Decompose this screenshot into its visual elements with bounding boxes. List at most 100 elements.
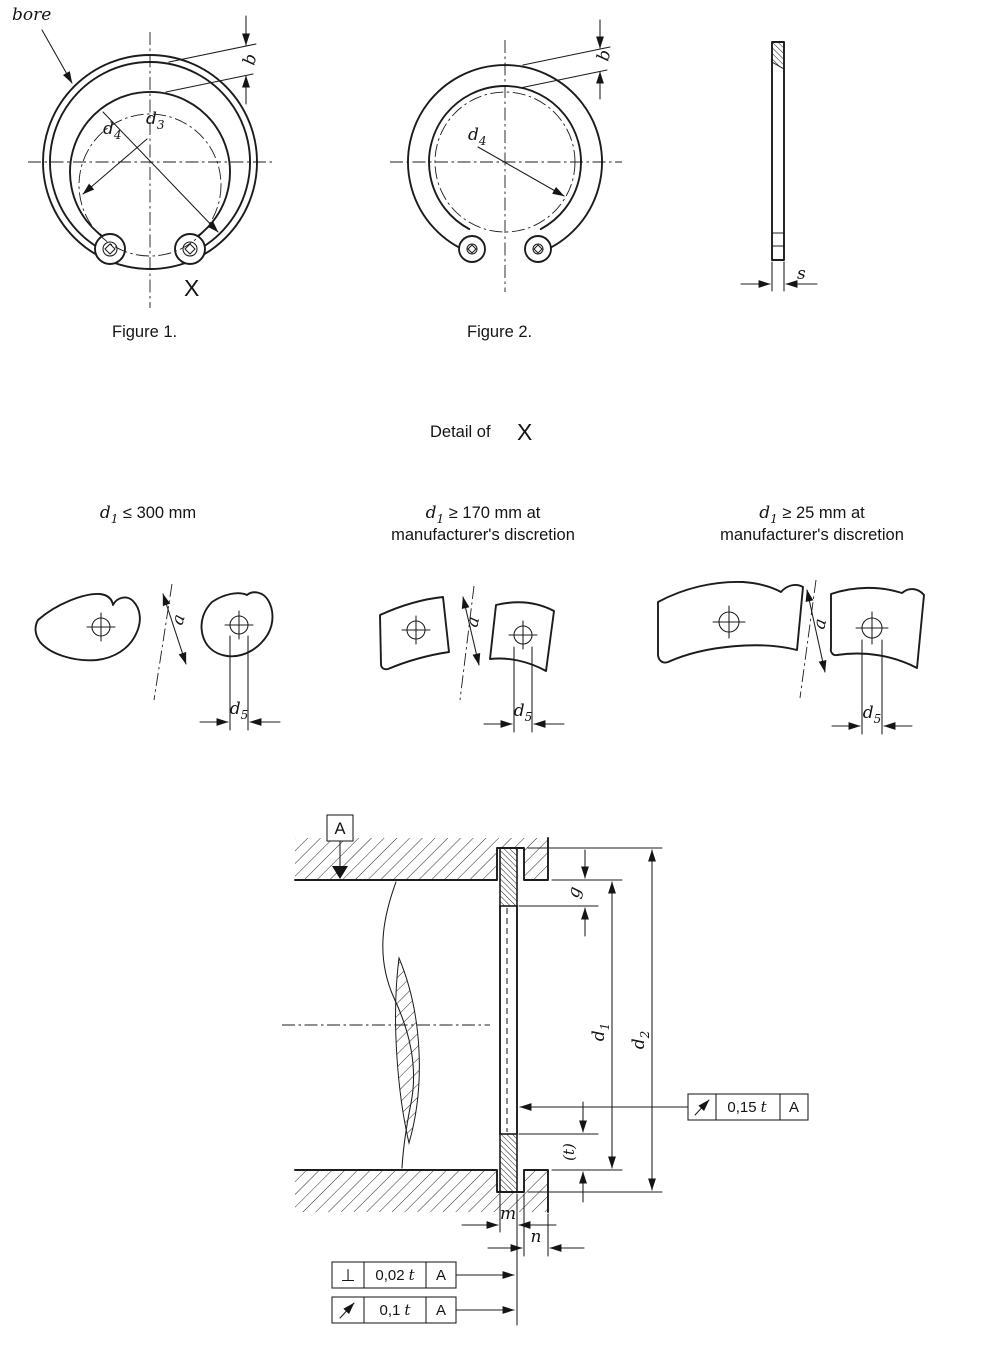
dim-b [519,19,611,100]
detail-heading-prefix: Detail of [430,423,491,441]
gap-centerline [799,579,817,699]
dim-m-label: m [500,1204,516,1224]
dim-d2-label: d2 [629,1031,652,1050]
hole-center-mark-icon [184,243,196,255]
gap-centerline [459,585,475,701]
ring-edge-view [771,41,785,261]
fcf-perp-datum: A [436,1267,446,1284]
ring-section-bottom [499,1133,518,1193]
dim-t [518,1101,599,1203]
hole-center-mark-icon [533,244,543,254]
dim-d5-label: d5 [230,699,249,722]
fcf-perpendicularity [331,1261,515,1289]
figure-2: d4 b Figure 2. [390,19,622,341]
dim-a-label: a [809,617,831,631]
dim-s [740,261,818,292]
dim-d4 [477,146,565,197]
broken-section-lens [395,956,420,1145]
gap-centerline [153,583,173,701]
right-lug [524,235,552,263]
dim-a-label: a [168,612,190,628]
dim-d5 [483,646,565,733]
right-lug [200,591,274,658]
dim-b-label: b [239,52,261,67]
left-lug [458,235,486,263]
d4-reference-circle [434,91,576,233]
dim-a [461,596,481,666]
hole-center-mark-icon [104,243,116,255]
dim-s-label: s [797,264,806,284]
detail-marker-x: X [184,275,199,301]
datum-a-label: A [334,820,345,838]
datum-triangle-icon [332,866,348,879]
ring-section-top [499,847,518,907]
detail-variant-3: d1 ≥ 25 mm at manufacturer's discretion … [657,503,925,735]
variant2-condition: d1 ≥ 170 mm at [426,503,541,526]
runout-icon [694,1099,710,1116]
side-view: s [740,41,818,292]
ring-inner-edge [69,91,231,244]
perpendicularity-icon: ⊥ [341,1266,356,1285]
dim-a [805,589,827,673]
dim-b [165,15,257,105]
dim-m [461,1193,557,1326]
fcf-runout-bottom-datum: A [436,1302,446,1319]
left-lug-hole [102,241,118,257]
right-lug [174,233,206,265]
dim-a-label: a [462,615,484,629]
dim-d5 [831,639,913,735]
bore-label: bore [12,5,51,25]
dim-d2 [527,847,663,1193]
dim-t-label: (t) [560,1143,578,1161]
dim-d4-label: d4 [468,125,487,148]
dim-d5-label: d5 [514,701,533,724]
left-lug-hole [466,243,478,255]
bore-circle [42,54,258,270]
detail-heading-marker: X [517,419,532,445]
right-lug [489,601,555,672]
dim-d1 [551,881,623,1171]
right-lug-hole [182,241,198,257]
variant2-condition-line2: manufacturer's discretion [391,526,575,544]
figure-1: bore d3 d4 b X Figure 1. [12,5,272,341]
ring-outer-edge [407,64,603,253]
dim-d4-label: d4 [103,119,122,142]
ring-outer-edge [49,61,251,256]
dim-n [487,1193,585,1257]
dim-d3 [102,111,219,233]
fcf-runout-right [519,1093,809,1121]
left-lug [94,233,126,265]
bore-leader [41,29,73,84]
fcf-runout-bottom [331,1296,515,1324]
dim-d5 [199,635,281,731]
dim-d3-label: d3 [146,109,165,132]
housing-hatch-bottom [295,1170,548,1212]
dim-d1-label: d1 [589,1023,612,1042]
variant3-condition-line2: manufacturer's discretion [720,526,904,544]
variant3-condition: d1 ≥ 25 mm at [759,503,865,526]
fcf-runout-right-datum: A [789,1099,799,1116]
dim-a [162,593,187,665]
detail-heading: Detail of X [430,419,532,445]
runout-icon [339,1302,355,1319]
right-lug-hole [532,243,544,255]
d4-reference-circle [78,113,222,257]
housing-hatch-top [295,838,548,880]
section-hatch [771,41,785,70]
dim-d4 [82,138,148,195]
hole-center-mark-icon [467,244,477,254]
datum-a-flag [326,814,354,879]
dim-g-label: g [564,884,586,900]
left-lug [379,596,450,671]
figure2-caption: Figure 2. [467,323,532,341]
figure1-caption: Figure 1. [112,323,177,341]
variant1-condition: d1 ≤ 300 mm [100,503,196,526]
dim-n-label: n [531,1227,542,1247]
ring-inner-edge [428,85,582,231]
